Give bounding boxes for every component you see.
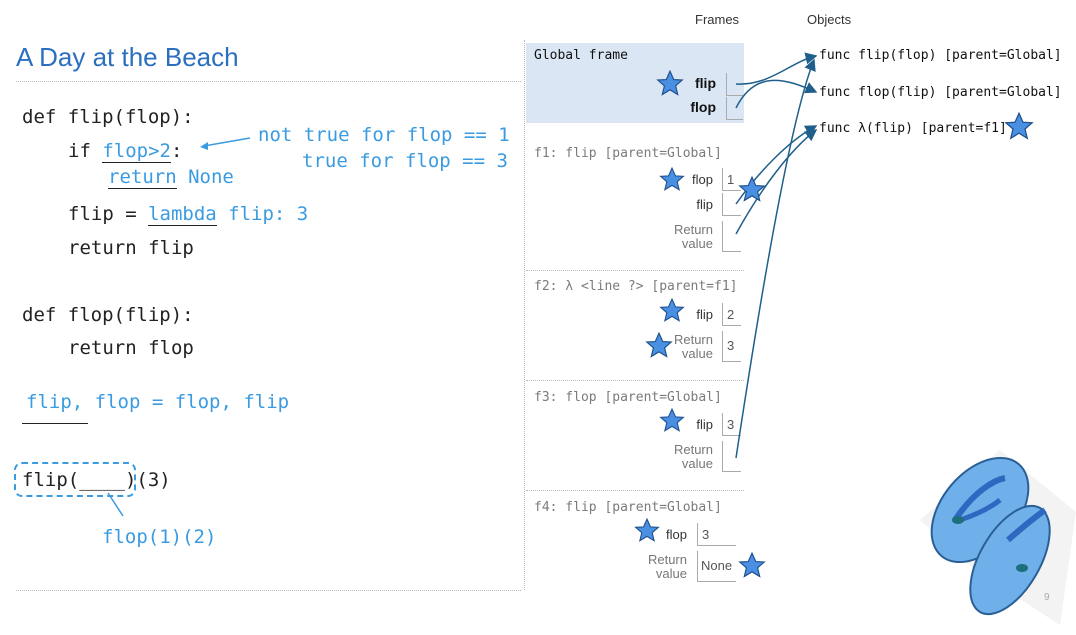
f2-divider	[526, 380, 744, 381]
f1-return-label: Return	[673, 222, 713, 237]
flip-call: flip(	[22, 469, 80, 491]
f4-value-label: value	[655, 566, 687, 581]
f1-var-flip: flip	[696, 197, 713, 212]
note-arrow-head	[200, 142, 208, 150]
frames-header: Frames	[695, 12, 740, 27]
blank-lambda: lambda	[148, 203, 217, 226]
f2-var-flip: flip	[696, 307, 713, 322]
f3-divider	[526, 490, 744, 491]
f1-header: f1: flip [parent=Global]	[534, 146, 722, 161]
f3-flip-slot	[722, 413, 741, 436]
global-flop-slot	[726, 97, 743, 120]
flip-flops-icon	[920, 450, 1076, 625]
object-lambda: func λ(flip) [parent=f1]	[819, 121, 1007, 136]
global-frame-label: Global frame	[534, 48, 628, 63]
f3-return-label: Return	[673, 442, 713, 457]
f3-var-flip: flip	[696, 417, 713, 432]
objects-header: Objects	[807, 12, 852, 27]
f4-return-label: Return	[647, 552, 687, 567]
object-flip: func flip(flop) [parent=Global]	[819, 48, 1062, 63]
f4-flop-value: 3	[702, 527, 710, 542]
code-line-4: flip = lambda flip: 3	[68, 203, 309, 226]
f4-header: f4: flip [parent=Global]	[534, 500, 722, 515]
note-arrow-line	[203, 137, 251, 147]
bottom-divider	[16, 590, 521, 591]
slide-title: A Day at the Beach	[16, 42, 239, 72]
star-icon	[657, 70, 683, 96]
code-line-6: def flop(flip):	[22, 304, 194, 326]
code-line-2: if flop>2:	[68, 140, 183, 163]
f1-flop-value: 1	[727, 172, 735, 187]
pointer-arrows	[735, 52, 818, 459]
f3-value-label: value	[681, 456, 713, 471]
star-icon	[646, 332, 672, 358]
star-icon	[739, 552, 765, 578]
note-2: true for flop == 3	[302, 150, 508, 172]
code-line-1: def flip(flop):	[22, 106, 194, 128]
star-icon	[660, 167, 684, 191]
global-flip-slot	[726, 73, 743, 96]
if-keyword: if	[68, 140, 103, 162]
f1-flop-slot	[722, 168, 741, 191]
f4-flop-slot	[697, 523, 736, 546]
blank-return: return	[108, 166, 177, 189]
global-flip-arrow	[735, 52, 818, 85]
note-1: not true for flop == 1	[258, 124, 510, 146]
lambda-body: flip: 3	[216, 203, 309, 225]
code-line-5: return flip	[68, 237, 194, 259]
blank-arg: ____	[79, 469, 125, 491]
answer-box	[14, 462, 136, 497]
f1-var-flop: flop	[692, 172, 713, 187]
global-var-flip: flip	[695, 75, 716, 91]
object-flop: func flop(flip) [parent=Global]	[819, 85, 1062, 100]
f2-flip-slot	[722, 303, 741, 326]
f1-return-slot	[722, 221, 741, 252]
code-line-8: flip, flop = flop, flip	[26, 391, 290, 413]
f2-flip-value: 2	[727, 307, 735, 322]
f4-var-flop: flop	[666, 527, 687, 542]
blank-condition: flop>2	[102, 140, 171, 163]
f1-divider	[526, 270, 744, 271]
left-annotations	[107, 137, 251, 517]
global-var-flop: flop	[690, 99, 716, 115]
f2-return-value: 3	[727, 338, 735, 353]
f3-return-arrow	[735, 58, 816, 459]
global-frame-box	[526, 43, 744, 123]
f2-value-label: value	[681, 346, 713, 361]
answer-connector	[107, 492, 124, 517]
f4-return-slot	[697, 551, 736, 582]
f2-return-label: Return	[673, 332, 713, 347]
blank-line-8	[22, 423, 88, 424]
return-none: None	[176, 166, 234, 188]
f1-flip-slot	[722, 193, 741, 216]
code-line-3: return None	[108, 166, 234, 189]
star-icon	[660, 298, 684, 322]
title-divider	[16, 81, 521, 82]
f2-return-slot	[722, 331, 741, 362]
f3-flip-value: 3	[727, 417, 735, 432]
answer-text: flop(1)(2)	[102, 526, 217, 548]
f1-return-arrow	[735, 129, 818, 235]
flip-assign: flip =	[68, 203, 149, 225]
call-end: )(3)	[124, 469, 171, 491]
column-divider	[524, 40, 525, 590]
f2-header: f2: λ <line ?> [parent=f1]	[534, 279, 738, 294]
f1-value-label: value	[681, 236, 713, 251]
f3-return-slot	[722, 441, 741, 472]
code-line-7: return flop	[68, 337, 194, 359]
f4-return-value: None	[701, 558, 733, 573]
page-number: 9	[1044, 592, 1050, 603]
f3-header: f3: flop [parent=Global]	[534, 390, 722, 405]
star-icon	[635, 518, 659, 542]
star-icon	[739, 176, 765, 202]
global-flop-arrow	[735, 79, 818, 109]
code-line-9: flip(____)(3)	[22, 469, 171, 491]
star-icon	[660, 408, 684, 432]
star-icon	[1005, 112, 1033, 139]
colon: :	[170, 140, 183, 162]
